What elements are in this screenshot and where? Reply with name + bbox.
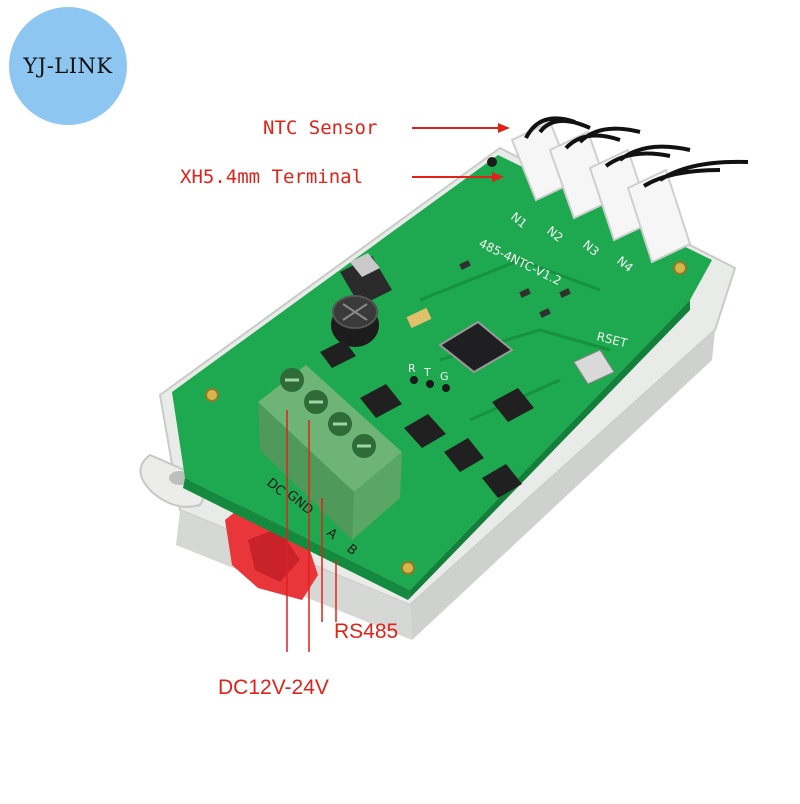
sensor-connectors (510, 116, 749, 264)
brand-logo-text: YJ-LINK (23, 54, 113, 78)
screw-terminal-block (258, 365, 402, 540)
header-label-r: R (408, 362, 416, 375)
terminal-callout: XH5.4mm Terminal (180, 166, 364, 188)
ntc-sensor-callout: NTC Sensor (263, 117, 378, 139)
brand-logo: YJ-LINK (9, 7, 127, 125)
annotation-arrows (286, 123, 510, 652)
rs485-callout: RS485 (334, 620, 399, 643)
power-callout: DC12V-24V (218, 676, 329, 699)
components (320, 253, 615, 498)
header-label-t: T (423, 366, 431, 379)
header-label-g: G (440, 370, 449, 383)
